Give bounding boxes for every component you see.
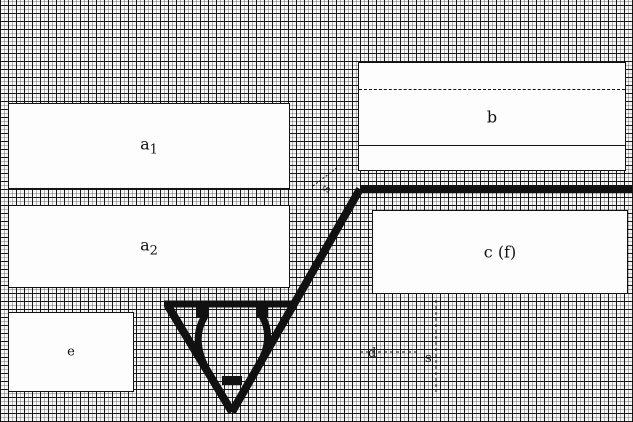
panel-c-label: c (f) bbox=[483, 242, 517, 262]
panel-a2-subscript: 2 bbox=[149, 243, 158, 259]
s-diagonal-dimension-line bbox=[312, 166, 339, 187]
d-label: d bbox=[368, 346, 376, 361]
panel-a1-label: a1 bbox=[9, 134, 289, 157]
s-vertical-label: s bbox=[425, 351, 432, 366]
panel-a1: a1 bbox=[8, 103, 290, 189]
panel-e-label: e bbox=[67, 344, 75, 360]
panel-b-dashed-line bbox=[359, 89, 625, 90]
panel-b-solid-line bbox=[359, 145, 625, 146]
panel-c: c (f) bbox=[372, 210, 628, 294]
panel-e: e bbox=[8, 312, 134, 392]
panel-b: b bbox=[358, 62, 626, 171]
triangle-left-knot bbox=[196, 305, 208, 317]
s-diagonal-label: s bbox=[318, 182, 334, 195]
triangle-right-knot bbox=[256, 305, 268, 317]
triangle-inner-arc bbox=[194, 314, 272, 374]
panel-a1-letter: a bbox=[140, 134, 150, 154]
panel-b-label: b bbox=[486, 107, 498, 127]
panel-a2-letter: a bbox=[140, 234, 150, 254]
triangle-inner-bar bbox=[222, 376, 242, 385]
panel-a2-label: a2 bbox=[9, 235, 289, 258]
panel-a1-subscript: 1 bbox=[149, 142, 158, 158]
panel-a2: a2 bbox=[8, 205, 290, 288]
